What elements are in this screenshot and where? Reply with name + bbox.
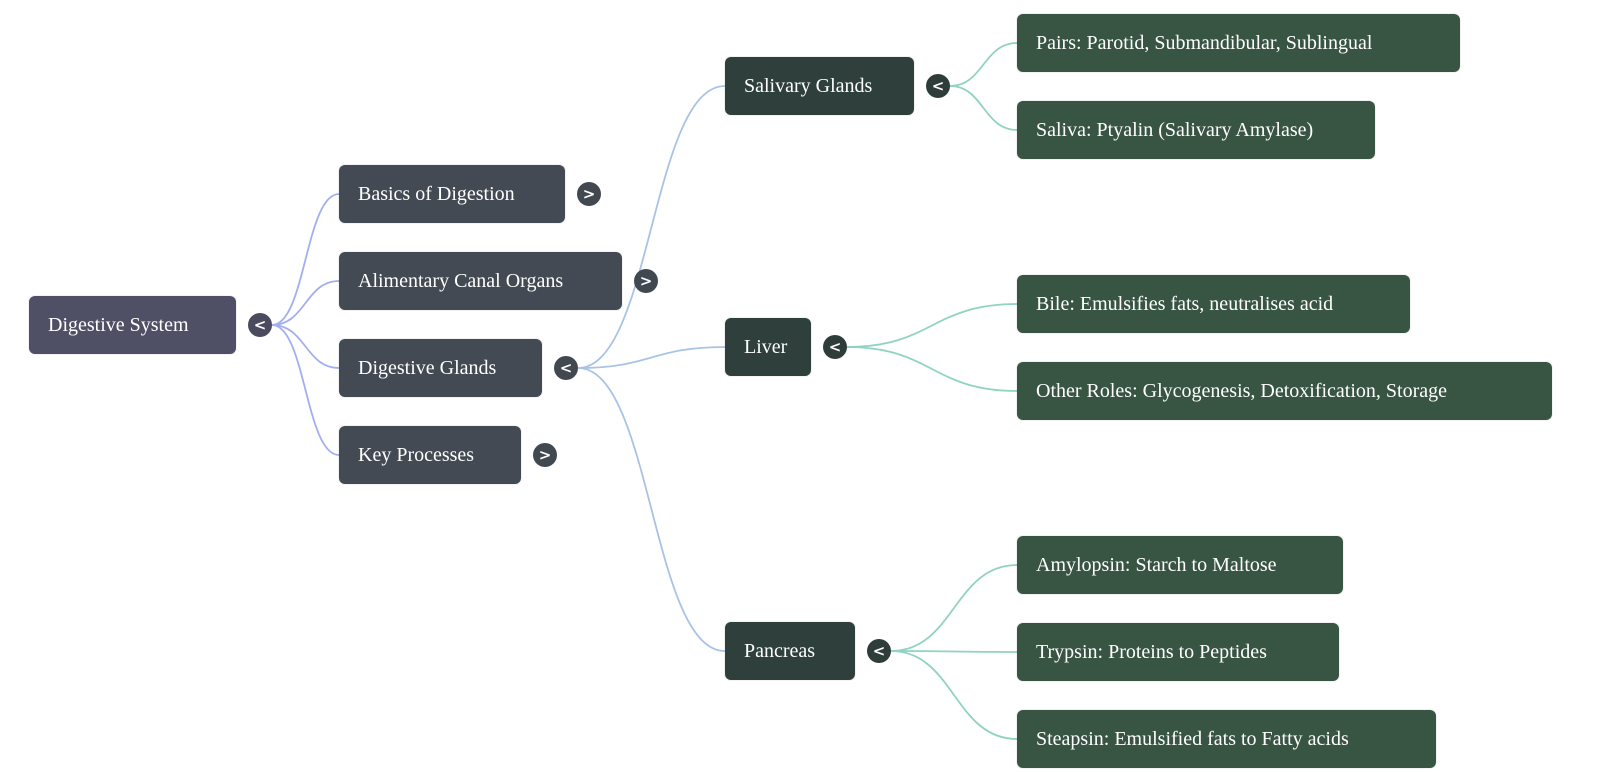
edge-root-to-topic bbox=[271, 324, 340, 369]
node-amylopsin[interactable]: Amylopsin: Starch to Maltose bbox=[1017, 536, 1343, 594]
node-saliva[interactable]: Saliva: Ptyalin (Salivary Amylase) bbox=[1017, 101, 1375, 159]
node-alimentary-canal-organs[interactable]: Alimentary Canal Organs bbox=[339, 252, 622, 310]
collapse-toggle-icon[interactable]: < bbox=[554, 356, 578, 380]
node-trypsin[interactable]: Trypsin: Proteins to Peptides bbox=[1017, 623, 1339, 681]
edge-gland-to-detail bbox=[949, 42, 1018, 87]
edge-glands-to-gland bbox=[577, 346, 726, 369]
collapse-toggle-icon[interactable]: < bbox=[248, 313, 272, 337]
node-steapsin[interactable]: Steapsin: Emulsified fats to Fatty acids bbox=[1017, 710, 1436, 768]
node-digestive-glands[interactable]: Digestive Glands bbox=[339, 339, 542, 397]
collapse-toggle-icon[interactable]: < bbox=[926, 74, 950, 98]
edge-glands-to-gland bbox=[577, 85, 726, 369]
edge-gland-to-detail bbox=[890, 564, 1018, 652]
node-other-roles[interactable]: Other Roles: Glycogenesis, Detoxificatio… bbox=[1017, 362, 1552, 420]
edge-gland-to-detail bbox=[890, 650, 1018, 740]
node-bile[interactable]: Bile: Emulsifies fats, neutralises acid bbox=[1017, 275, 1410, 333]
collapse-toggle-icon[interactable]: < bbox=[823, 335, 847, 359]
node-pairs[interactable]: Pairs: Parotid, Submandibular, Sublingua… bbox=[1017, 14, 1460, 72]
edge-root-to-topic bbox=[271, 280, 340, 326]
edge-root-to-topic bbox=[271, 324, 340, 456]
edge-gland-to-detail bbox=[846, 303, 1018, 348]
expand-toggle-icon[interactable]: > bbox=[577, 182, 601, 206]
edge-root-to-topic bbox=[271, 193, 340, 326]
edge-gland-to-detail bbox=[949, 85, 1018, 131]
expand-toggle-icon[interactable]: > bbox=[634, 269, 658, 293]
node-key-processes[interactable]: Key Processes bbox=[339, 426, 521, 484]
expand-toggle-icon[interactable]: > bbox=[533, 443, 557, 467]
node-basics-of-digestion[interactable]: Basics of Digestion bbox=[339, 165, 565, 223]
edge-gland-to-detail bbox=[846, 346, 1018, 392]
node-pancreas[interactable]: Pancreas bbox=[725, 622, 855, 680]
edge-glands-to-gland bbox=[577, 367, 726, 652]
node-digestive-system[interactable]: Digestive System bbox=[29, 296, 236, 354]
collapse-toggle-icon[interactable]: < bbox=[867, 639, 891, 663]
node-liver[interactable]: Liver bbox=[725, 318, 811, 376]
edge-gland-to-detail bbox=[890, 650, 1018, 653]
node-salivary-glands[interactable]: Salivary Glands bbox=[725, 57, 914, 115]
